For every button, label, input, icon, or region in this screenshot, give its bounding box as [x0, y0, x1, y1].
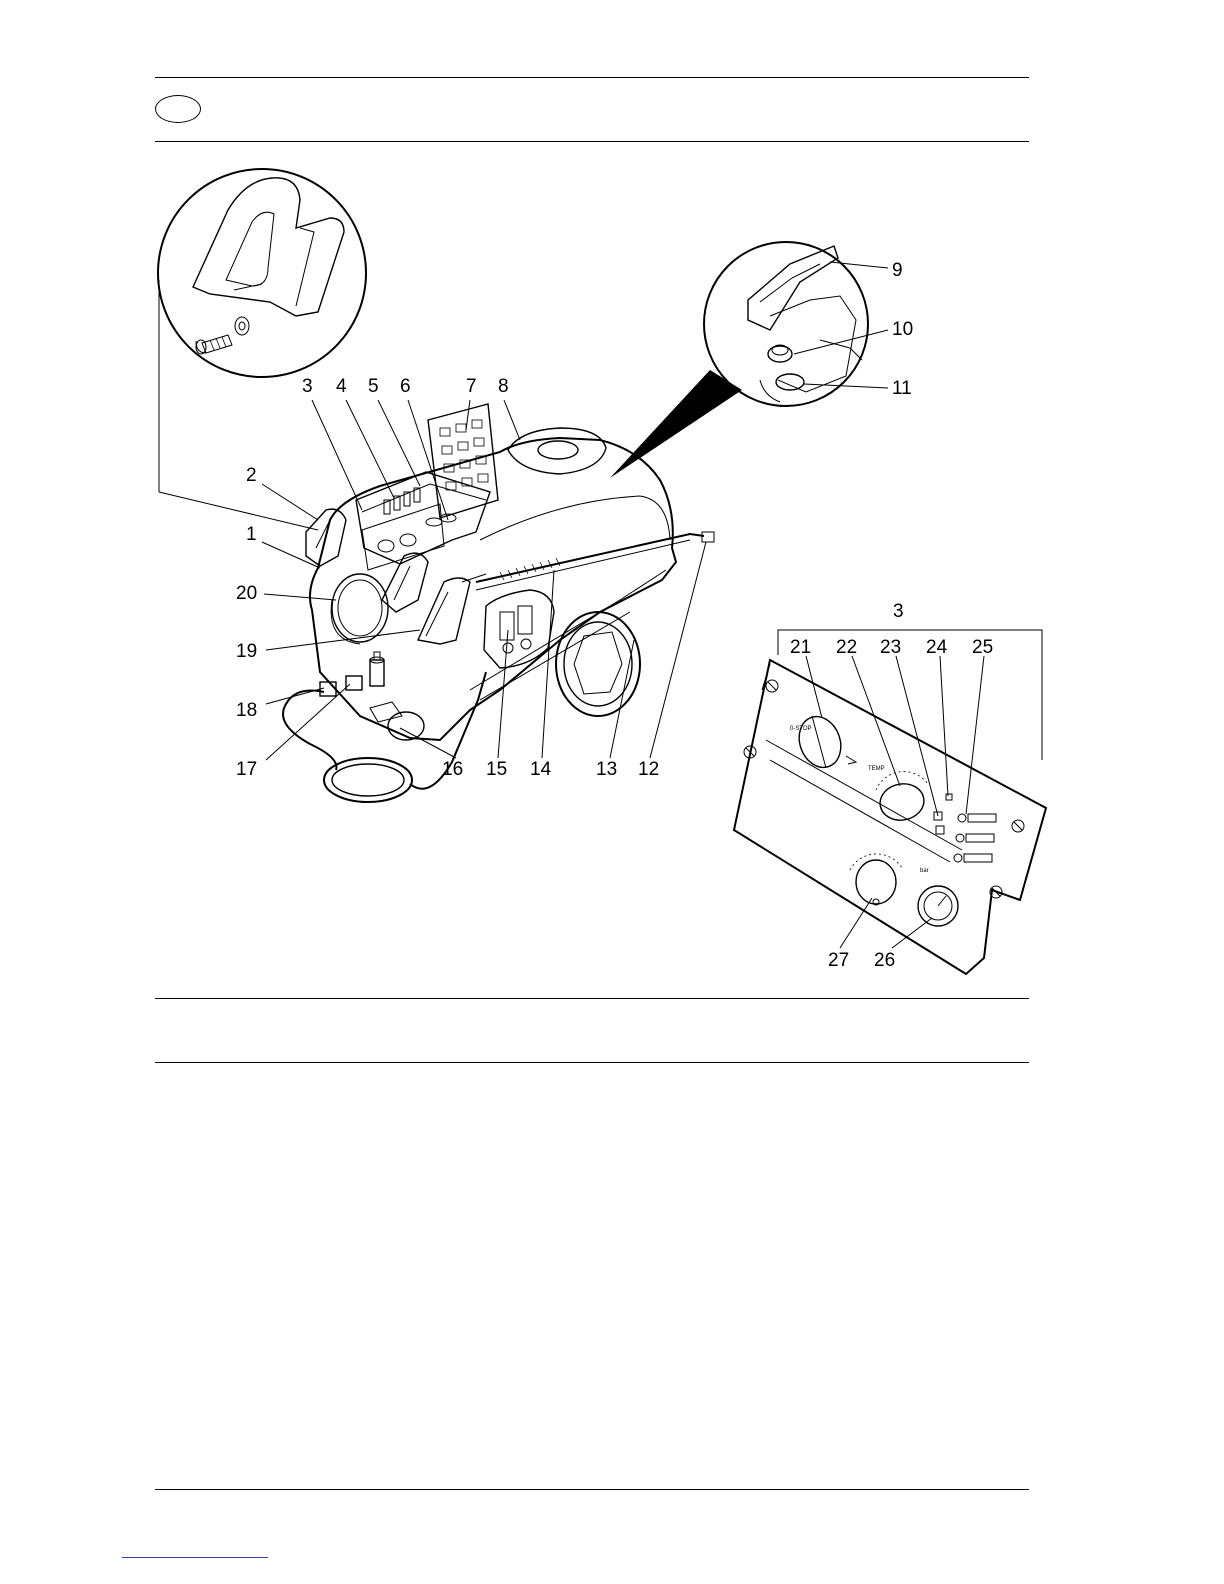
callout-5: 5 — [368, 376, 379, 397]
callout-panel-3: 3 — [893, 601, 904, 622]
svg-text:0-STOP: 0-STOP — [790, 726, 812, 732]
callout-12: 12 — [638, 759, 659, 780]
callout-6: 6 — [400, 376, 411, 397]
callout-24: 24 — [926, 637, 948, 658]
callout-27: 27 — [828, 950, 849, 971]
callout-19: 19 — [236, 641, 257, 662]
callout-4: 4 — [336, 376, 347, 397]
callout-8: 8 — [498, 376, 509, 397]
footnote-link-rule — [122, 1557, 268, 1558]
callout-17: 17 — [236, 759, 257, 780]
section-top-rule — [155, 998, 1029, 999]
callout-10: 10 — [892, 319, 913, 340]
callout-22: 22 — [836, 637, 857, 658]
callout-9: 9 — [892, 260, 903, 281]
callout-23: 23 — [880, 637, 901, 658]
callout-20: 20 — [236, 583, 257, 604]
svg-text:bar: bar — [920, 868, 929, 874]
callout-11: 11 — [892, 378, 912, 399]
machine-body — [283, 404, 714, 802]
holder-detail-inset — [158, 169, 366, 530]
callout-15: 15 — [486, 759, 507, 780]
callout-16: 16 — [442, 759, 463, 780]
callout-2: 2 — [246, 465, 257, 486]
footer-rule — [155, 1489, 1029, 1490]
callout-1: 1 — [246, 524, 257, 545]
section-bottom-rule — [155, 1062, 1029, 1063]
callout-21: 21 — [790, 637, 811, 658]
callout-13: 13 — [596, 759, 617, 780]
callout-25: 25 — [972, 637, 993, 658]
callout-18: 18 — [236, 700, 257, 721]
callout-3: 3 — [302, 376, 313, 397]
control-panel-detail: 0-STOP TEMP bar — [734, 630, 1046, 974]
callout-14: 14 — [530, 759, 552, 780]
callout-26: 26 — [874, 950, 895, 971]
callout-7: 7 — [466, 376, 477, 397]
filler-detail-inset — [610, 242, 888, 478]
svg-text:TEMP: TEMP — [868, 766, 885, 772]
